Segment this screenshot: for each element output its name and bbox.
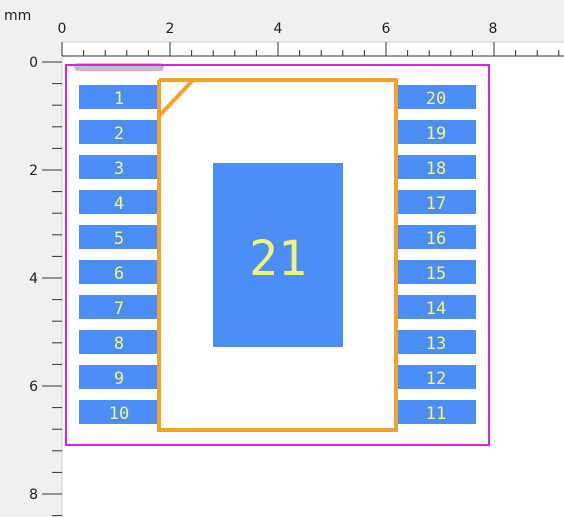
y-label-4: 4 xyxy=(29,271,38,287)
thermal-pad[interactable] xyxy=(213,163,343,347)
pad-label-18: 18 xyxy=(426,159,446,179)
pad-15[interactable] xyxy=(396,260,476,284)
pad-4[interactable] xyxy=(79,190,159,214)
x-label-8: 8 xyxy=(489,21,498,37)
pad-label-2: 2 xyxy=(114,124,124,144)
pad-label-3: 3 xyxy=(114,159,124,179)
pad-label-7: 7 xyxy=(114,299,124,319)
pad-16[interactable] xyxy=(396,225,476,249)
pad-12[interactable] xyxy=(396,365,476,389)
pad-label-15: 15 xyxy=(426,264,446,284)
pad-label-5: 5 xyxy=(114,229,124,249)
pad-label-10: 10 xyxy=(109,404,129,424)
right-pad-column xyxy=(396,85,476,424)
pad-label-9: 9 xyxy=(114,369,124,389)
pad-label-19: 19 xyxy=(426,124,446,144)
pad-19[interactable] xyxy=(396,120,476,144)
pad-1[interactable] xyxy=(79,85,159,109)
pad-14[interactable] xyxy=(396,295,476,319)
pad-5[interactable] xyxy=(79,225,159,249)
pad-10[interactable] xyxy=(79,400,159,424)
pad-label-4: 4 xyxy=(114,194,124,214)
pad-label-20: 20 xyxy=(426,89,446,109)
pad-7[interactable] xyxy=(79,295,159,319)
pad-13[interactable] xyxy=(396,330,476,354)
units-label: mm xyxy=(4,8,31,24)
pad-label-12: 12 xyxy=(426,369,446,389)
pad-20[interactable] xyxy=(396,85,476,109)
y-label-0: 0 xyxy=(29,55,38,71)
y-label-2: 2 xyxy=(29,163,38,179)
pad-11[interactable] xyxy=(396,400,476,424)
pad-label-8: 8 xyxy=(114,334,124,354)
left-ruler[interactable] xyxy=(0,42,62,517)
thermal-pad-label: 21 xyxy=(249,231,307,287)
pad-label-6: 6 xyxy=(114,264,124,284)
top-ruler[interactable] xyxy=(0,0,564,42)
pad-label-16: 16 xyxy=(426,229,446,249)
pad-6[interactable] xyxy=(79,260,159,284)
left-pad-column xyxy=(79,85,159,424)
y-label-8: 8 xyxy=(29,487,38,503)
y-label-6: 6 xyxy=(29,379,38,395)
x-label-2: 2 xyxy=(166,21,175,37)
left-ruler-ticks xyxy=(42,61,62,517)
pad-8[interactable] xyxy=(79,330,159,354)
x-label-0: 0 xyxy=(58,21,67,37)
pad-17[interactable] xyxy=(396,190,476,214)
pad-label-11: 11 xyxy=(426,404,446,424)
pad-label-17: 17 xyxy=(426,194,446,214)
x-label-6: 6 xyxy=(382,21,391,37)
silkscreen-body-outline xyxy=(157,78,398,432)
pad-label-13: 13 xyxy=(426,334,446,354)
top-ruler-ticks xyxy=(61,42,564,57)
pad-18[interactable] xyxy=(396,155,476,179)
pad-9[interactable] xyxy=(79,365,159,389)
courtyard-outline xyxy=(65,64,490,446)
pad-2[interactable] xyxy=(79,120,159,144)
pad-label-1: 1 xyxy=(114,89,124,109)
x-label-4: 4 xyxy=(274,21,283,37)
pad-3[interactable] xyxy=(79,155,159,179)
pad-label-14: 14 xyxy=(426,299,446,319)
